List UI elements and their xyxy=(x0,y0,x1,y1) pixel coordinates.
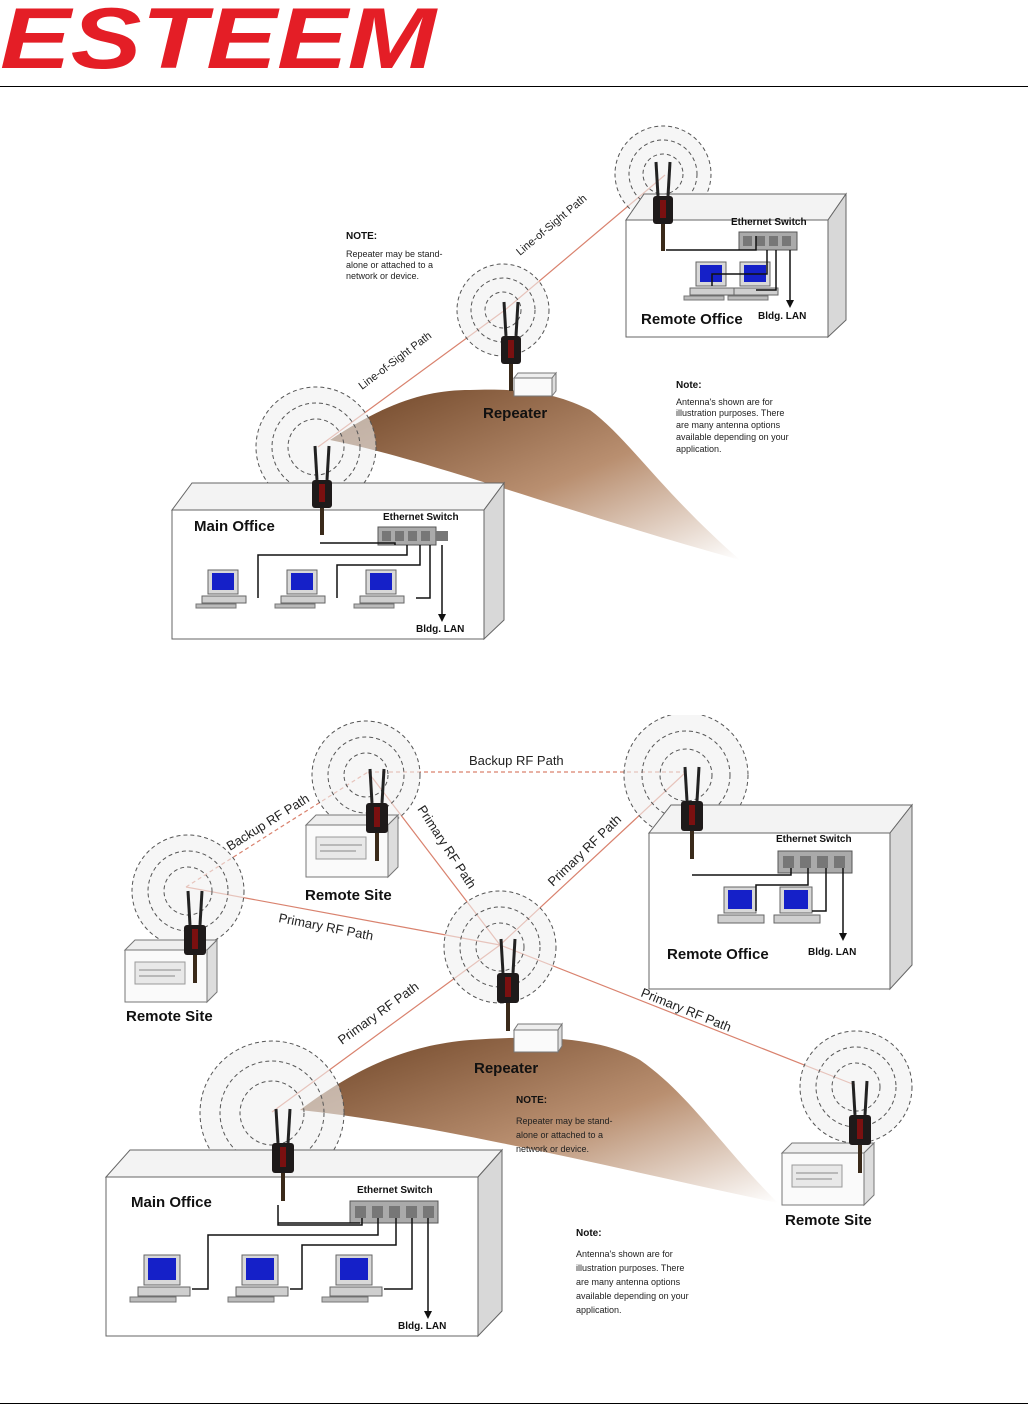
repeater-note-title: NOTE: xyxy=(516,1095,547,1106)
diagram-repeater-network: Ethernet Switch Remote Office Bldg. LAN … xyxy=(171,125,847,641)
antenna-note-title: Note: xyxy=(576,1228,602,1239)
remote-office-switch-label: Ethernet Switch xyxy=(731,217,807,228)
primary-path-label-right: Primary RF Path xyxy=(639,985,734,1035)
remote-site-label-right: Remote Site xyxy=(785,1212,872,1229)
antenna-note-line-4: available depending on your xyxy=(576,1291,689,1301)
antenna-note-line-3: are many antenna options xyxy=(676,420,781,430)
antenna-note: Note: Antenna's shown are for illustrati… xyxy=(576,1228,689,1315)
main-office-lan-label: Bldg. LAN xyxy=(398,1321,446,1332)
primary-path-label-main: Primary RF Path xyxy=(335,979,422,1048)
remote-office-lan-label: Bldg. LAN xyxy=(808,947,856,958)
primary-path-label-left: Primary RF Path xyxy=(277,910,374,943)
esteem-logo-text: ESTEEM xyxy=(0,0,439,80)
repeater-note-line-1: Repeater may be stand- xyxy=(346,249,443,259)
antenna-note-line-2: illustration purposes. There xyxy=(676,408,784,418)
primary-path-label-diagonal: Primary RF Path xyxy=(414,802,479,891)
remote-office-label: Remote Office xyxy=(667,946,769,963)
remote-office-building: Ethernet Switch Remote Office Bldg. LAN xyxy=(647,803,914,991)
antenna-note-line-4: available depending on your xyxy=(676,432,789,442)
main-office-lan-label: Bldg. LAN xyxy=(416,624,464,635)
main-office-label: Main Office xyxy=(131,1194,212,1211)
backup-path-label-top: Backup RF Path xyxy=(469,753,564,768)
signal-rings-top-site xyxy=(311,720,421,830)
repeater-enclosure xyxy=(513,1022,563,1054)
main-office-switch-label: Ethernet Switch xyxy=(357,1185,433,1196)
antenna-note-line-5: application. xyxy=(576,1305,622,1315)
antenna-note-line-1: Antenna's shown are for xyxy=(676,397,773,407)
repeater-label: Repeater xyxy=(483,405,547,422)
antenna-note-line-5: application. xyxy=(676,444,722,454)
antenna-note-line-2: illustration purposes. There xyxy=(576,1263,684,1273)
primary-rf-link-right-site xyxy=(499,944,856,1086)
repeater-note: NOTE: Repeater may be stand- alone or at… xyxy=(346,231,443,281)
repeater-note-line-3: network or device. xyxy=(516,1144,589,1154)
repeater-note-line-2: alone or attached to a xyxy=(346,260,433,270)
header-rule xyxy=(0,86,1028,87)
remote-office-building: Ethernet Switch Remote Office Bldg. LAN xyxy=(625,192,847,339)
remote-site-label-top: Remote Site xyxy=(305,887,392,904)
repeater-note-line-2: alone or attached to a xyxy=(516,1130,603,1140)
footer-rule xyxy=(0,1403,1028,1404)
backup-path-label-left: Backup RF Path xyxy=(224,791,312,854)
primary-path-label-remote-office: Primary RF Path xyxy=(545,812,625,890)
repeater-note-title: NOTE: xyxy=(346,231,377,242)
repeater-label: Repeater xyxy=(474,1060,538,1077)
main-office-building: Main Office Ethernet Switch xyxy=(104,1148,504,1338)
antenna-note-line-3: are many antenna options xyxy=(576,1277,681,1287)
repeater-note: NOTE: Repeater may be stand- alone or at… xyxy=(516,1095,613,1154)
remote-site-label-left: Remote Site xyxy=(126,1008,213,1025)
main-office-label: Main Office xyxy=(194,518,275,535)
repeater-enclosure xyxy=(512,371,558,398)
repeater-note-line-3: network or device. xyxy=(346,271,419,281)
antenna-note-title: Note: xyxy=(676,380,702,391)
diagram-multipoint-network: Remote Site Remote Site Ethernet Switch … xyxy=(104,715,914,1338)
hill xyxy=(300,1037,778,1203)
antenna-note: Note: Antenna's shown are for illustrati… xyxy=(676,380,789,454)
antenna-note-line-1: Antenna's shown are for xyxy=(576,1249,673,1259)
remote-office-switch-label: Ethernet Switch xyxy=(776,834,852,845)
path-label-lower: Line-of-Sight Path xyxy=(357,330,435,393)
remote-office-label: Remote Office xyxy=(641,311,743,328)
main-office-building: Main Office Ethernet Switch Bldg. LAN xyxy=(171,481,505,641)
remote-office-lan-label: Bldg. LAN xyxy=(758,311,806,322)
hill xyxy=(330,389,740,560)
esteem-logo: ESTEEM xyxy=(0,0,439,80)
main-office-switch-label: Ethernet Switch xyxy=(383,512,459,523)
repeater-note-line-1: Repeater may be stand- xyxy=(516,1116,613,1126)
